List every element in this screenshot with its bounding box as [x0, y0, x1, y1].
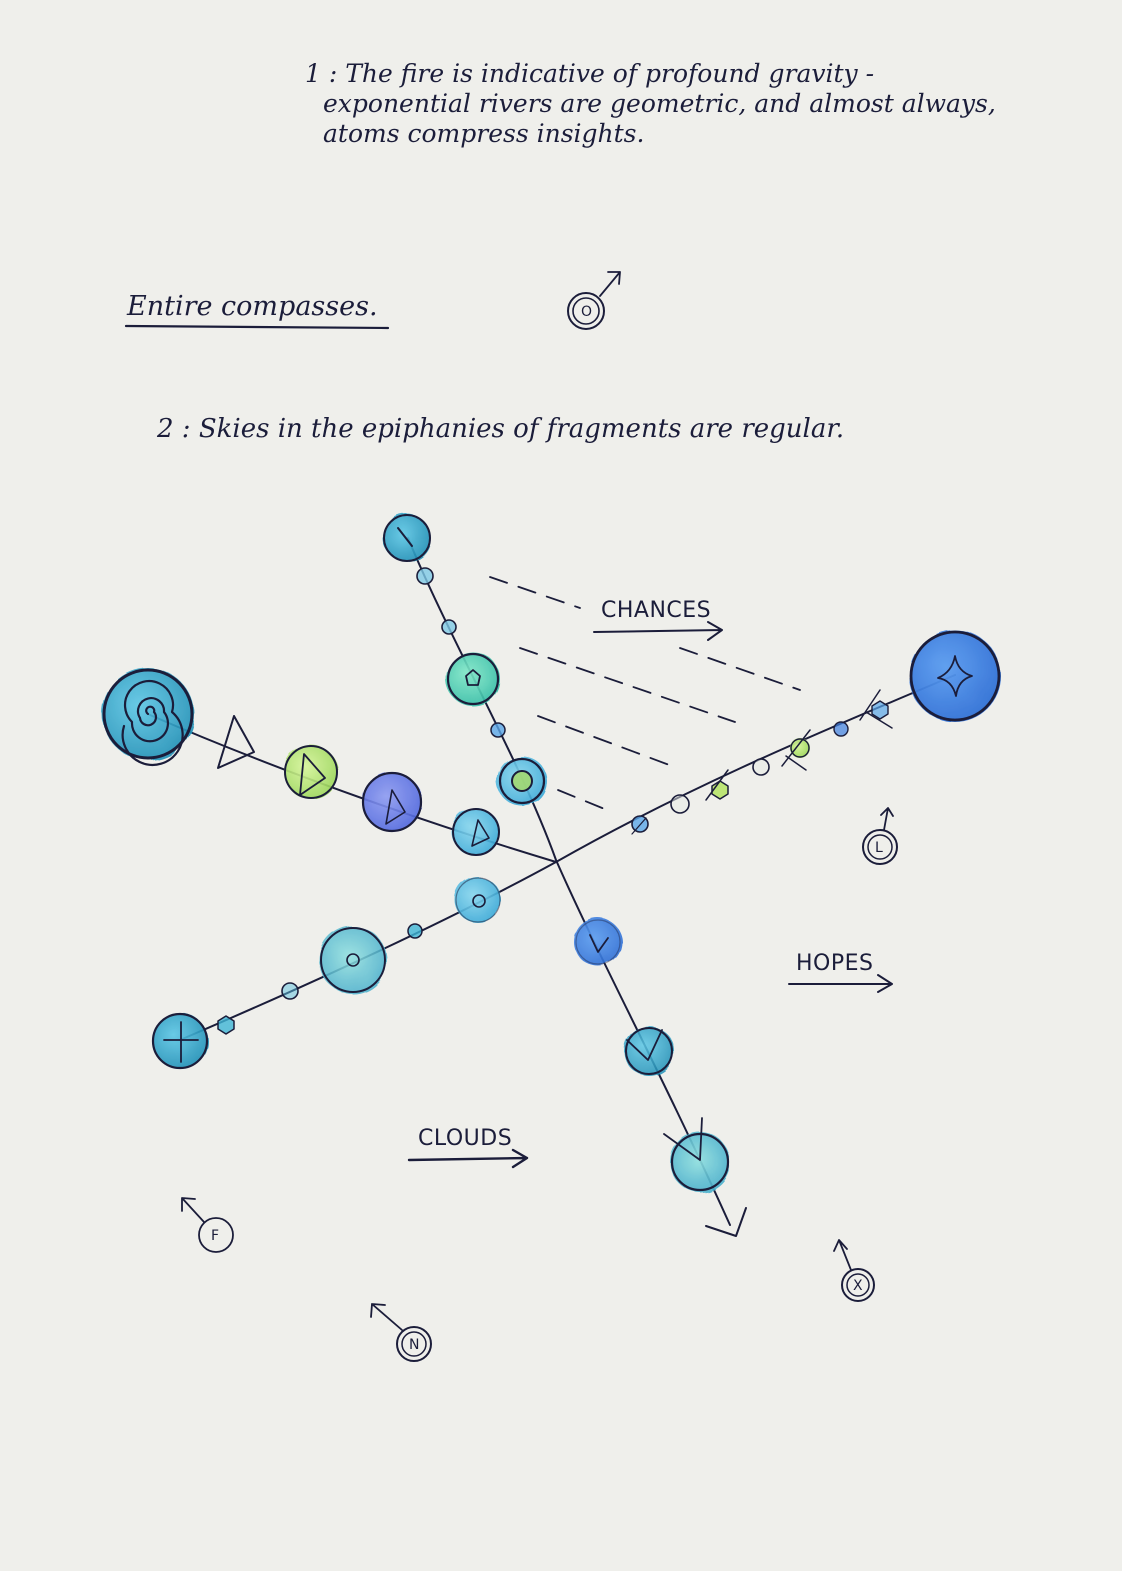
node-chevron [624, 1026, 674, 1076]
dashed-line-4 [537, 715, 673, 767]
node-small [490, 722, 506, 738]
node-lime-small [781, 729, 811, 771]
hopes-arrow [788, 974, 893, 993]
node-small [752, 758, 770, 776]
node-small [281, 982, 299, 1000]
node-small [416, 567, 434, 585]
node-small [441, 619, 457, 635]
marker-f-letter: F [211, 1228, 219, 1244]
hopes-text: HOPES [796, 951, 874, 976]
heading-text: Entire compasses. [126, 291, 378, 322]
note-1: 1 : The fire is indicative of profound g… [305, 59, 996, 148]
label-chances: CHANCES [593, 598, 723, 641]
node-hexagon-lime [705, 769, 729, 801]
marker-n: N [370, 1303, 432, 1362]
chances-arrow [593, 621, 723, 641]
dashed-line-2 [679, 647, 801, 691]
node-top [383, 514, 431, 562]
node-triangle-blue [452, 808, 500, 856]
dashed-lines [489, 576, 801, 813]
node-cross [151, 1012, 209, 1070]
marker-o-letter: O [581, 304, 592, 320]
marker-n-letter: N [409, 1337, 419, 1353]
clouds-arrow [407, 1148, 529, 1169]
node-star [909, 630, 1001, 722]
heading: Entire compasses. [124, 291, 390, 330]
node-hexagon-small [859, 689, 893, 729]
node-spiral [102, 668, 194, 766]
node-bottom [663, 1117, 730, 1192]
heading-underline [124, 324, 390, 330]
dashed-line-5 [557, 789, 613, 813]
node-ring [497, 756, 547, 806]
node-triangle-lime [284, 745, 338, 799]
triangle-open [217, 715, 255, 769]
dashed-line-1 [489, 576, 581, 609]
node-arrow-down [574, 918, 622, 966]
marker-o: O [567, 271, 621, 330]
node-small [631, 815, 649, 835]
line-vertical [407, 537, 731, 1226]
note-1-line-2: exponential rivers are geometric, and al… [323, 89, 996, 118]
node-dot [455, 877, 501, 923]
end-chevron [705, 1207, 747, 1237]
chances-text: CHANCES [601, 598, 711, 623]
note-1-line-3: atoms compress insights. [323, 119, 644, 148]
clouds-text: CLOUDS [418, 1126, 512, 1151]
label-clouds: CLOUDS [407, 1126, 529, 1169]
marker-l-letter: L [875, 840, 883, 856]
connector-lines [149, 537, 956, 1226]
marker-l: L [862, 807, 898, 865]
marker-x-letter: X [853, 1278, 863, 1294]
line-diagonal [179, 674, 956, 1041]
node-hexagon-small [217, 1015, 235, 1035]
note-1-line-1: 1 : The fire is indicative of profound g… [305, 59, 874, 88]
marker-f: F [181, 1197, 234, 1253]
node-hexagon [446, 652, 500, 706]
node-small [407, 923, 423, 939]
node-small [833, 721, 849, 737]
label-hopes: HOPES [788, 951, 893, 993]
node-small [670, 794, 690, 814]
node-large-pale [319, 926, 387, 994]
node-triangle-violet [361, 771, 423, 833]
marker-x: X [833, 1239, 875, 1302]
note-2: 2 : Skies in the epiphanies of fragments… [156, 414, 844, 444]
dashed-line-3 [519, 647, 736, 723]
